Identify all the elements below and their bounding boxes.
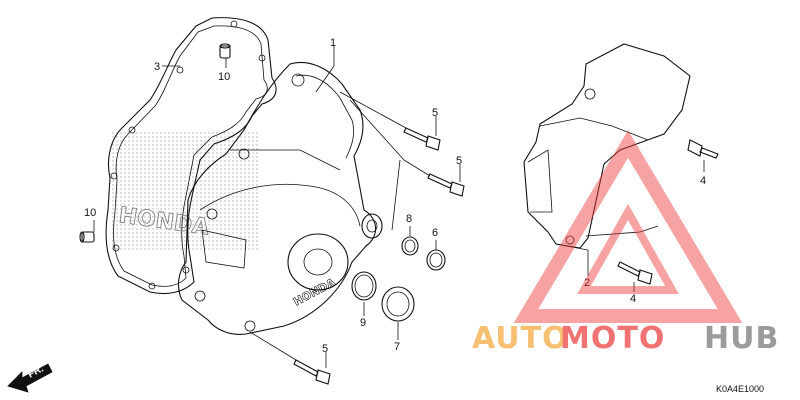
cover-brand-logo: HONDA xyxy=(291,276,338,309)
watermark: AUTO MOTO HUB xyxy=(472,130,779,356)
bolt-4-lower xyxy=(617,261,653,285)
bolt-5-upper xyxy=(403,127,441,151)
sprocket-cover xyxy=(523,43,691,249)
o-ring-small xyxy=(401,236,419,256)
watermark-hub: HUB xyxy=(704,321,779,356)
leader-lines xyxy=(93,46,705,368)
callout-2: 2 xyxy=(584,277,590,289)
bolt-5-lower xyxy=(293,359,331,385)
callout-5-middle: 5 xyxy=(456,155,462,167)
callout-10-lower: 10 xyxy=(84,207,96,219)
callout-3: 3 xyxy=(154,61,160,73)
bolt-5-middle xyxy=(427,173,465,197)
callout-6: 6 xyxy=(432,227,438,239)
o-ring-large xyxy=(351,271,377,301)
watermark-auto: AUTO xyxy=(472,321,569,356)
diagram-code: K0A4E1000 xyxy=(716,384,764,394)
callout-4-upper: 4 xyxy=(700,175,706,187)
callout-10-upper: 10 xyxy=(218,71,230,83)
dowel-pin-lower xyxy=(79,231,95,243)
callout-4-lower: 4 xyxy=(630,293,636,305)
callout-1: 1 xyxy=(330,37,336,49)
gasket: HONDA xyxy=(105,17,277,295)
callout-5-upper: 5 xyxy=(432,107,438,119)
hole-cap-large xyxy=(381,286,415,322)
watermark-moto: MOTO xyxy=(560,321,665,356)
bolt-4-upper xyxy=(687,139,719,159)
timing-hole-cap xyxy=(426,249,446,271)
callout-7: 7 xyxy=(394,341,400,353)
callout-9: 9 xyxy=(360,317,366,329)
callout-5-lower: 5 xyxy=(322,343,328,355)
front-direction-label: FR. xyxy=(26,363,46,380)
dowel-pin-upper xyxy=(219,43,231,59)
front-direction-arrow: FR. xyxy=(7,363,53,393)
callout-8: 8 xyxy=(406,213,412,225)
